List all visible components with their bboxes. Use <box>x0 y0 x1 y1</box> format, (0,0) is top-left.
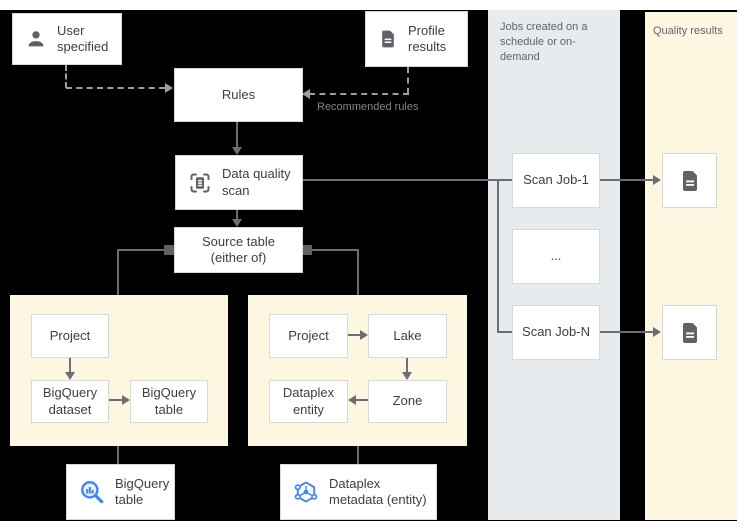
quality-result-n-node <box>662 305 717 360</box>
edge-zone-to-entity <box>355 399 368 401</box>
arrowhead-dataset-to-table <box>122 395 130 405</box>
edge-scan-to-job1 <box>303 179 512 181</box>
lake-label: Lake <box>393 327 422 343</box>
source-table-node: Source table (either of) <box>174 227 303 273</box>
project-left-node: Project <box>31 314 109 358</box>
profile-results-label: Profile results <box>408 22 447 54</box>
dashed-edge-user-to-rules <box>66 87 165 89</box>
edge-rules-to-scan <box>236 122 238 149</box>
scan-job-1-label: Scan Job-1 <box>523 172 589 188</box>
bigquery-dataset-node: BigQuery dataset <box>31 380 109 423</box>
bigquery-table-ref-node: BigQuery table <box>130 380 208 423</box>
data-quality-scan-node: Data quality scan <box>175 155 303 210</box>
rules-label: Rules <box>221 86 256 102</box>
edge-project-to-lake <box>348 334 361 336</box>
arrowhead-project-to-dataset <box>65 372 75 380</box>
project-left-label: Project <box>49 327 91 343</box>
jobs-column-label: Jobs created on a schedule or on-demand <box>500 21 588 63</box>
arrowhead-user-to-rules <box>165 83 173 93</box>
arrowhead-job1-to-result <box>653 175 661 185</box>
dataplex-metadata-label: Dataplex metadata (entity) <box>329 475 427 507</box>
arrowhead-jobn-to-result <box>653 327 661 337</box>
bigquery-table-node: BigQuery table <box>66 464 175 520</box>
profile-results-node: Profile results <box>365 11 468 67</box>
dataplex-hexagon-icon <box>294 481 318 503</box>
bigquery-table-ref-label: BigQuery table <box>141 385 197 417</box>
recommended-rules-label: Recommended rules <box>317 101 419 113</box>
scan-frame-document-icon <box>190 173 210 192</box>
edge-jobn-to-result <box>600 331 654 333</box>
dataplex-metadata-node: Dataplex metadata (entity) <box>280 464 437 520</box>
zone-label: Zone <box>392 393 423 409</box>
dashed-edge-user-vertical <box>65 65 67 88</box>
arrowhead-zone-to-entity <box>348 395 356 405</box>
dashed-edge-profile-to-rules <box>309 93 409 95</box>
edge-project-to-dataset <box>69 358 71 374</box>
document-icon <box>682 322 697 343</box>
scan-job-more-label: ... <box>550 248 562 264</box>
person-icon <box>28 31 44 47</box>
scan-job-n-label: Scan Job-N <box>522 324 590 340</box>
scan-job-1-node: Scan Job-1 <box>512 153 600 208</box>
edge-scan-to-source <box>236 210 238 220</box>
lake-node: Lake <box>368 314 447 358</box>
source-table-label: Source table (either of) <box>202 233 275 265</box>
edge-source-right <box>303 249 359 251</box>
edge-dataset-to-table <box>109 399 123 401</box>
arrowhead-project-to-lake <box>360 330 368 340</box>
document-icon <box>682 170 697 191</box>
bigquery-magnifier-icon <box>81 481 104 504</box>
quality-results-label: Quality results <box>653 25 723 37</box>
connector-square-right <box>302 245 312 255</box>
dashed-edge-profile-vertical <box>407 67 409 94</box>
user-specified-label: User specified <box>57 22 109 54</box>
scan-job-more-node: ... <box>512 229 600 284</box>
dataplex-entity-node: Dataplex entity <box>269 380 348 423</box>
arrowhead-profile-to-rules <box>302 89 310 99</box>
arrowhead-rules-to-scan <box>232 147 242 155</box>
user-specified-node: User specified <box>12 13 122 65</box>
quality-result-1-node <box>662 153 717 208</box>
scan-job-n-node: Scan Job-N <box>512 305 600 360</box>
bigquery-dataset-label: BigQuery dataset <box>42 385 98 417</box>
dataplex-entity-label: Dataplex entity <box>282 385 335 417</box>
zone-node: Zone <box>368 380 447 423</box>
edge-lake-to-zone <box>406 358 408 374</box>
quality-results-column <box>645 12 737 520</box>
arrowhead-lake-to-zone <box>402 372 412 380</box>
rules-node: Rules <box>174 68 303 122</box>
bigquery-table-label: BigQuery table <box>115 475 170 507</box>
connector-square-left <box>164 245 174 255</box>
project-mid-node: Project <box>269 314 348 358</box>
edge-source-left <box>118 249 174 251</box>
edge-branch-vertical <box>497 179 499 333</box>
arrowhead-scan-to-source <box>232 219 242 227</box>
data-quality-scan-label: Data quality scan <box>222 166 291 198</box>
project-mid-label: Project <box>288 327 329 343</box>
document-icon <box>382 30 394 48</box>
edge-branch-to-jobn <box>497 331 512 333</box>
edge-job1-to-result <box>600 179 654 181</box>
